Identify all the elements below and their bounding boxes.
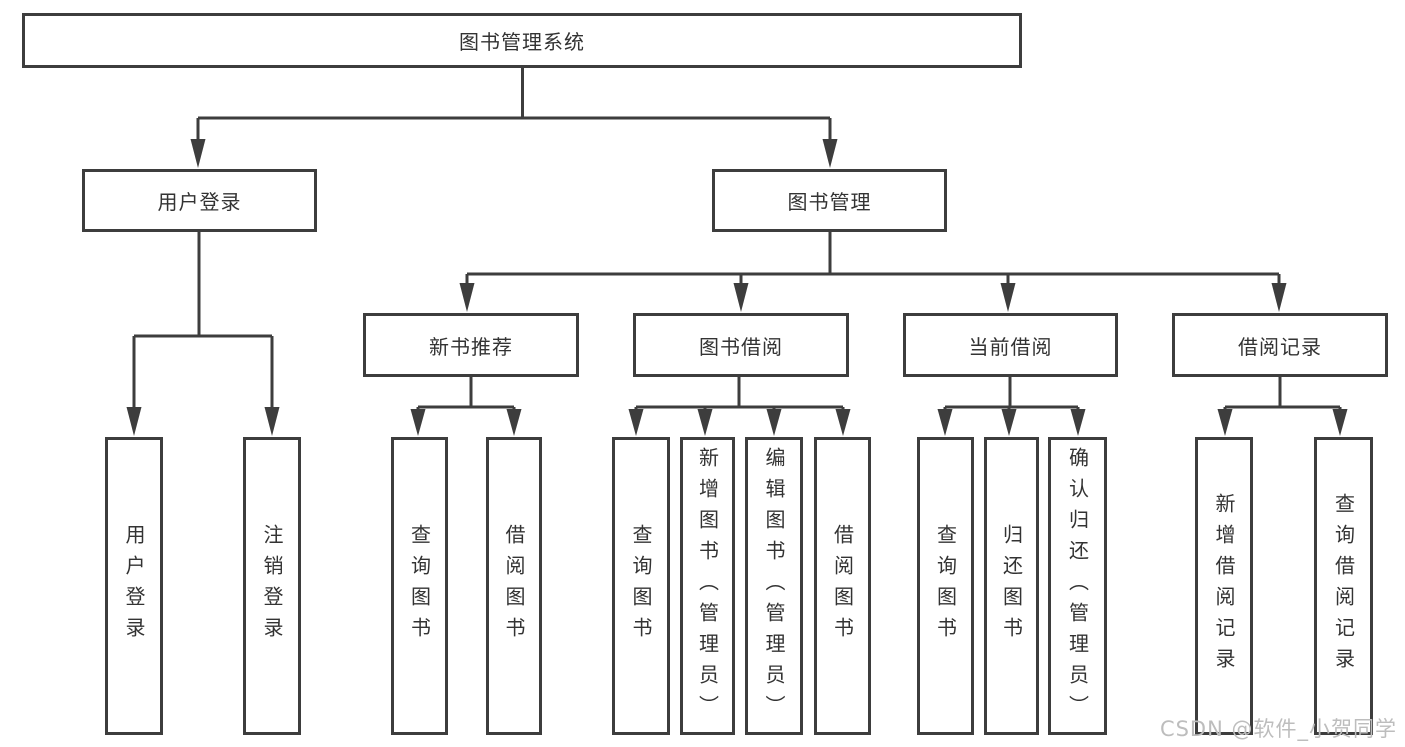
- leaf-edit-book-admin: 编辑图书（管理员）: [745, 437, 803, 735]
- node-borrowing-records: 借阅记录: [1172, 313, 1388, 377]
- node-label: 查询图书: [407, 524, 432, 648]
- leaf-add-borrow-record: 新增借阅记录: [1195, 437, 1253, 735]
- leaf-logout: 注销登录: [243, 437, 301, 735]
- node-label: 查询图书: [629, 524, 653, 648]
- node-label: 查询图书: [933, 524, 958, 648]
- node-label: 新书推荐: [429, 334, 513, 359]
- arrowhead-icons: [126, 139, 1348, 436]
- leaf-query-books-borrowing: 查询图书: [612, 437, 670, 735]
- node-label: 编辑图书（管理员）: [762, 446, 786, 726]
- leaf-confirm-return-admin: 确认归还（管理员）: [1048, 437, 1107, 735]
- csdn-watermark: CSDN @软件_小贺同学: [1159, 717, 1397, 741]
- node-library-management-system: 图书管理系统: [22, 13, 1022, 68]
- node-new-book-recommendation: 新书推荐: [363, 313, 579, 377]
- node-label: 确认归还（管理员）: [1065, 446, 1090, 726]
- node-user-login: 用户登录: [82, 169, 317, 232]
- leaf-add-book-admin: 新增图书（管理员）: [680, 437, 735, 735]
- leaf-query-borrow-record: 查询借阅记录: [1314, 437, 1373, 735]
- node-label: 归还图书: [999, 524, 1024, 648]
- leaf-borrow-books-recommend: 借阅图书: [486, 437, 542, 735]
- leaf-query-books-current: 查询图书: [917, 437, 974, 735]
- node-label: 借阅记录: [1238, 334, 1322, 359]
- node-label: 借阅图书: [830, 524, 855, 648]
- node-book-management: 图书管理: [712, 169, 947, 232]
- node-label: 当前借阅: [968, 334, 1053, 359]
- leaf-user-login: 用户登录: [105, 437, 163, 735]
- node-label: 用户登录: [122, 524, 146, 648]
- node-current-borrowing: 当前借阅: [903, 313, 1118, 377]
- leaf-return-books: 归还图书: [984, 437, 1039, 735]
- leaf-query-books-recommend: 查询图书: [391, 437, 448, 735]
- node-label: 图书管理系统: [459, 30, 585, 54]
- node-label: 新增图书（管理员）: [695, 446, 720, 726]
- node-label: 查询借阅记录: [1331, 493, 1356, 679]
- node-label: 注销登录: [260, 524, 284, 648]
- leaf-borrow-books-borrowing: 借阅图书: [814, 437, 871, 735]
- node-label: 新增借阅记录: [1212, 493, 1236, 679]
- node-label: 图书管理: [787, 190, 872, 214]
- node-label: 用户登录: [157, 190, 242, 214]
- node-book-borrowing: 图书借阅: [633, 313, 849, 377]
- node-label: 借阅图书: [502, 524, 526, 648]
- node-label: 图书借阅: [699, 334, 783, 359]
